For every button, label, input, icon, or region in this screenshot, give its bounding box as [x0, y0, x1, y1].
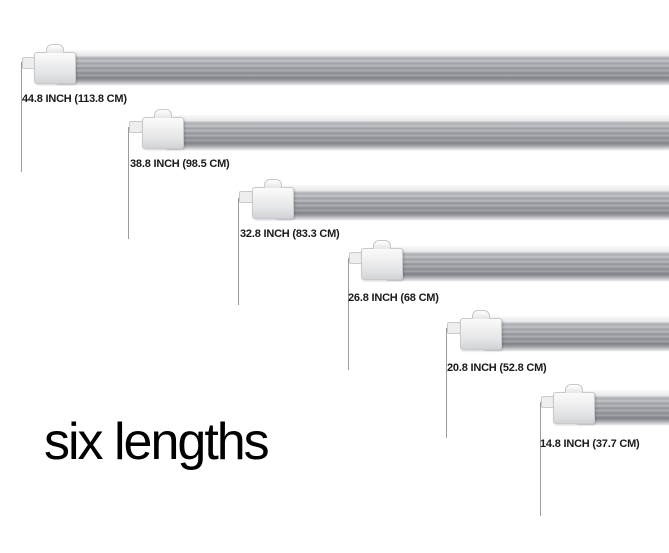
length-label: 26.8 INCH (68 CM)	[348, 292, 439, 304]
length-label: 20.8 INCH (52.8 CM)	[447, 362, 547, 374]
led-tube-44-8	[56, 50, 669, 84]
tube-endcap	[252, 187, 294, 219]
length-label: 38.8 INCH (98.5 CM)	[130, 158, 230, 170]
tube-endcap	[553, 392, 595, 424]
power-cord	[128, 127, 129, 239]
tube-clip	[129, 121, 143, 133]
endcap-tab	[472, 310, 490, 319]
tube-clip	[239, 191, 253, 203]
power-cord	[540, 402, 541, 516]
led-tube-20-8	[484, 316, 669, 350]
endcap-tab	[565, 384, 583, 393]
endcap-tab	[154, 109, 172, 118]
tube-endcap	[34, 52, 76, 84]
length-label: 44.8 INCH (113.8 CM)	[22, 93, 127, 105]
tube-endcap	[361, 248, 403, 280]
tube-clip	[447, 322, 461, 334]
power-cord	[446, 328, 447, 438]
endcap-tab	[373, 240, 391, 249]
power-cord	[238, 198, 239, 305]
power-cord	[21, 62, 22, 172]
length-label: 14.8 INCH (37.7 CM)	[540, 438, 640, 450]
length-label: 32.8 INCH (83.3 CM)	[240, 228, 340, 240]
endcap-tab	[46, 44, 64, 53]
led-tube-38-8	[166, 115, 669, 149]
led-tube-32-8	[276, 185, 669, 219]
power-cord	[348, 258, 349, 370]
headline: six lengths	[44, 413, 270, 471]
tube-endcap	[460, 318, 502, 350]
endcap-tab	[264, 179, 282, 188]
tube-endcap	[142, 117, 184, 149]
led-tube-26-8	[386, 246, 669, 280]
